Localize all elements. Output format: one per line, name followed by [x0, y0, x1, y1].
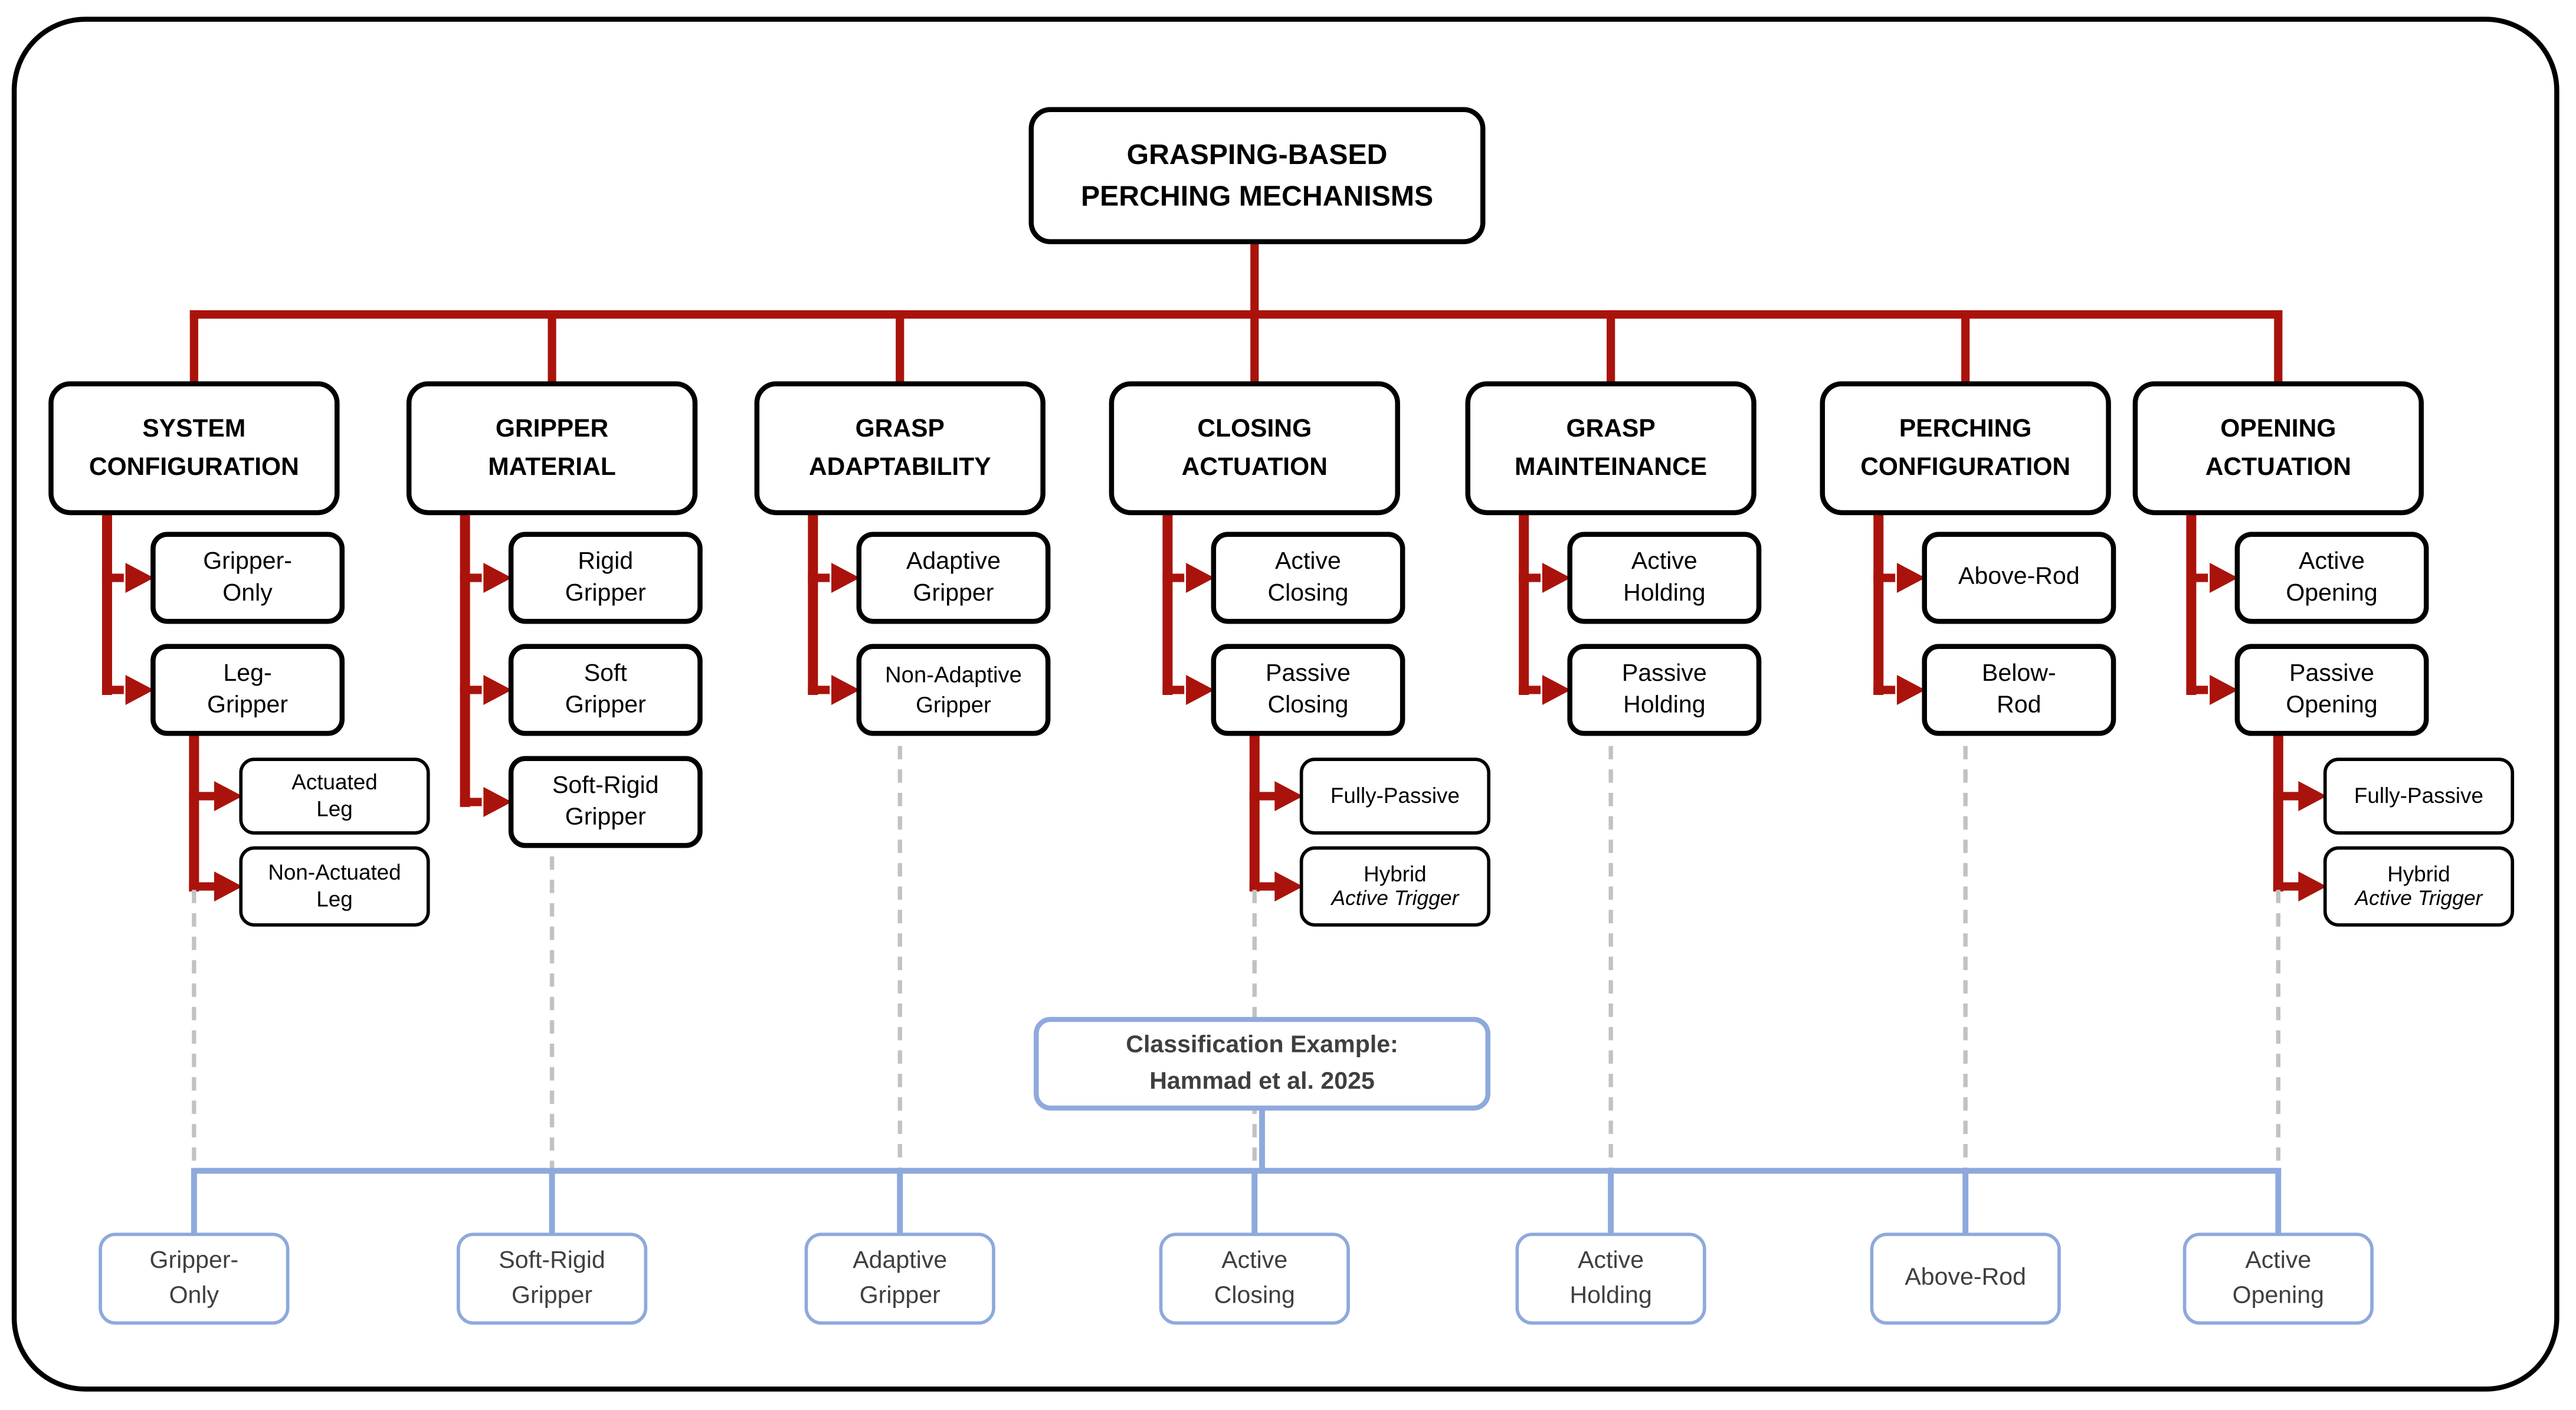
node-fully-passive-opening: Fully-Passive	[2323, 758, 2515, 835]
node-label: Active Holding	[1623, 547, 1706, 606]
header-label: SYSTEM CONFIGURATION	[89, 414, 299, 482]
node-opening-actuation: OPENING ACTUATION	[2132, 381, 2424, 516]
node-grasping-based-perching-mechanisms: GRASPING-BASED PERCHING MECHANISMS	[1028, 107, 1486, 244]
node-grasp-mainteinance: GRASP MAINTEINANCE	[1465, 381, 1756, 516]
node-actuated-leg: Actuated Leg	[239, 758, 430, 835]
node-system-configuration: SYSTEM CONFIGURATION	[48, 381, 340, 516]
node-label: Soft-Rigid Gripper	[499, 1248, 605, 1309]
classification-example-box: Classification Example: Hammad et al. 20…	[1034, 1016, 1491, 1111]
node-label: Active Closing	[1267, 547, 1349, 606]
node-hybrid-active-trigger-closing: Hybrid Active Trigger	[1299, 846, 1491, 927]
root-node-label: GRASPING-BASED PERCHING MECHANISMS	[1080, 137, 1434, 213]
node-label: Above-Rod	[1905, 1265, 2027, 1292]
example-adaptive-gripper: Adaptive Gripper	[804, 1232, 995, 1325]
node-below-rod: Below- Rod	[1922, 644, 2116, 736]
node-hybrid-active-trigger-opening: Hybrid Active Trigger	[2323, 846, 2515, 927]
node-passive-holding: Passive Holding	[1567, 644, 1762, 736]
example-active-holding: Active Holding	[1515, 1232, 1706, 1325]
node-label: Non-Actuated Leg	[268, 860, 401, 912]
node-adaptive-gripper: Adaptive Gripper	[856, 532, 1051, 624]
example-gripper-only: Gripper- Only	[99, 1232, 290, 1325]
node-label: Soft Gripper	[565, 660, 646, 719]
node-leg-gripper: Leg- Gripper	[150, 644, 345, 736]
header-label: CLOSING ACTUATION	[1181, 414, 1328, 482]
node-non-actuated-leg: Non-Actuated Leg	[239, 846, 430, 927]
node-label: Active Opening	[2286, 547, 2378, 606]
example-soft-rigid-gripper: Soft-Rigid Gripper	[456, 1232, 648, 1325]
figure-border	[11, 17, 2559, 1392]
node-label: Fully-Passive	[2354, 783, 2484, 808]
node-label: Adaptive Gripper	[906, 547, 1001, 606]
node-label: Active Closing	[1214, 1248, 1295, 1309]
node-label: Hybrid	[2387, 861, 2450, 886]
node-label: Passive Holding	[1621, 660, 1707, 719]
node-label: Leg- Gripper	[207, 660, 289, 719]
header-label: GRASP MAINTEINANCE	[1515, 414, 1707, 482]
node-perching-configuration: PERCHING CONFIGURATION	[1820, 381, 2111, 516]
example-above-rod: Above-Rod	[1870, 1232, 2061, 1325]
node-sublabel: Active Trigger	[2355, 887, 2483, 911]
example-active-opening: Active Opening	[2182, 1232, 2374, 1325]
node-closing-actuation: CLOSING ACTUATION	[1109, 381, 1400, 516]
node-gripper-material: GRIPPER MATERIAL	[406, 381, 698, 516]
node-label: Non-Adaptive Gripper	[885, 662, 1022, 717]
node-label: Gripper- Only	[203, 547, 292, 606]
node-label: Above-Rod	[1958, 563, 2080, 591]
header-label: OPENING ACTUATION	[2205, 414, 2351, 482]
node-label: Below- Rod	[1982, 660, 2056, 719]
node-label: Passive Opening	[2286, 660, 2378, 719]
node-grasp-adaptability: GRASP ADAPTABILITY	[754, 381, 1046, 516]
header-label: PERCHING CONFIGURATION	[1860, 414, 2071, 482]
node-active-closing: Active Closing	[1211, 532, 1405, 624]
node-fully-passive-closing: Fully-Passive	[1299, 758, 1491, 835]
classification-example-label: Classification Example: Hammad et al. 20…	[1126, 1031, 1398, 1096]
node-label: Soft-Rigid Gripper	[552, 772, 659, 831]
node-label: Rigid Gripper	[565, 547, 646, 606]
node-gripper-only: Gripper- Only	[150, 532, 345, 624]
node-non-adaptive-gripper: Non-Adaptive Gripper	[856, 644, 1051, 736]
node-label: Gripper- Only	[149, 1248, 239, 1309]
node-rigid-gripper: Rigid Gripper	[508, 532, 703, 624]
node-label: Passive Closing	[1266, 660, 1351, 719]
example-active-closing: Active Closing	[1159, 1232, 1350, 1325]
node-label: Actuated Leg	[291, 770, 378, 822]
node-passive-closing: Passive Closing	[1211, 644, 1405, 736]
node-active-holding: Active Holding	[1567, 532, 1762, 624]
header-label: GRIPPER MATERIAL	[488, 414, 616, 482]
node-label: Active Holding	[1569, 1248, 1652, 1309]
node-sublabel: Active Trigger	[1331, 887, 1459, 911]
node-label: Hybrid	[1364, 861, 1427, 886]
node-passive-opening: Passive Opening	[2234, 644, 2429, 736]
node-soft-gripper: Soft Gripper	[508, 644, 703, 736]
header-label: GRASP ADAPTABILITY	[808, 414, 991, 482]
node-label: Fully-Passive	[1330, 783, 1460, 808]
node-label: Adaptive Gripper	[853, 1248, 948, 1309]
node-above-rod: Above-Rod	[1922, 532, 2116, 624]
node-label: Active Opening	[2232, 1248, 2325, 1309]
node-soft-rigid-gripper: Soft-Rigid Gripper	[508, 756, 703, 848]
node-active-opening: Active Opening	[2234, 532, 2429, 624]
